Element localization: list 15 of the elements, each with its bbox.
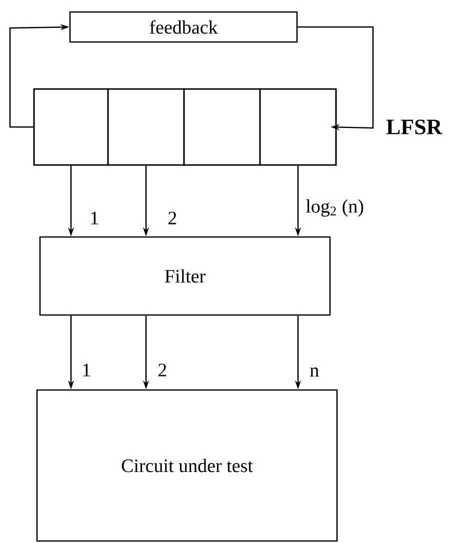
block-box: Circuit under test [36,389,338,542]
block-box: Filter [39,236,331,316]
edge-label: 2 [166,210,178,226]
edge-label: 2 [156,362,168,378]
edge-label: 1 [80,362,92,378]
cell-box [259,88,337,166]
edge-label: 1 [88,210,100,226]
cell-box [183,88,261,166]
cell-box [33,88,109,166]
edge-label: log$_{2}$ (n) [304,198,365,218]
edge-label: n [308,366,320,378]
arrow [298,26,374,130]
cell-box [107,88,185,166]
block-box: feedback [69,11,298,43]
register-label: LFSR [386,120,442,134]
